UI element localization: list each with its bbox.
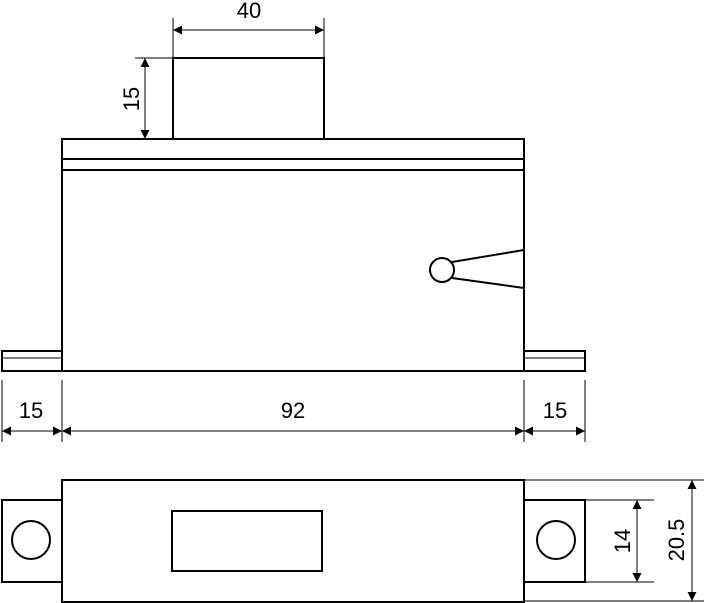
- lever-line-lower: [451, 277, 525, 289]
- top-view: [1, 479, 586, 603]
- dimension-label: 20.5: [664, 519, 689, 562]
- main-housing: [61, 138, 525, 372]
- dimension-label-left-flange: 15: [19, 398, 43, 423]
- dimension-label: 40: [237, 0, 261, 23]
- dimension-label-body: 92: [281, 398, 305, 423]
- lever-line-upper: [451, 249, 525, 263]
- dimension-top-block-height: 15: [119, 57, 173, 139]
- plan-window: [171, 510, 323, 572]
- left-flange: [1, 350, 63, 372]
- plan-body: [61, 479, 525, 603]
- left-mounting-hole: [11, 520, 51, 560]
- right-mounting-hole: [536, 520, 576, 560]
- dimension-label: 15: [119, 87, 144, 111]
- dimension-label-right-flange: 15: [543, 398, 567, 423]
- dimension-bottom-chain: 15 92 15: [1, 380, 586, 442]
- plan-left-flange: [1, 499, 63, 583]
- dimension-top-block-width: 40: [172, 0, 325, 58]
- pivot-circle: [429, 257, 455, 283]
- top-block: [172, 57, 325, 140]
- front-view: [1, 57, 586, 372]
- dimension-label: 14: [610, 529, 635, 553]
- plan-right-flange: [523, 499, 586, 583]
- dimension-inner-height: 14: [585, 499, 654, 583]
- dimension-overall-height: 20.5: [524, 479, 704, 602]
- right-flange: [523, 350, 586, 372]
